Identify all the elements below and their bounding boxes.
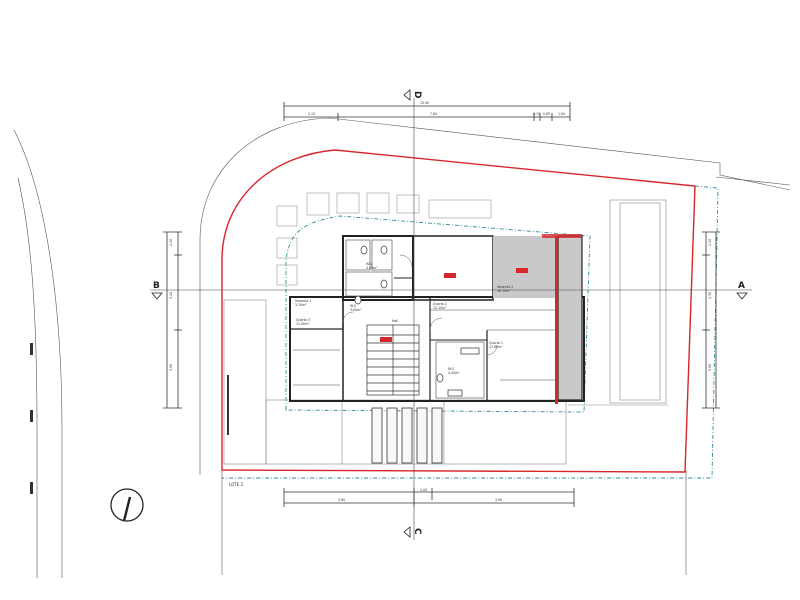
- room-tag: [516, 268, 528, 273]
- dim-top-seg-4: 0.85: [543, 112, 550, 116]
- building-walls: [289, 235, 585, 402]
- doors: [342, 254, 498, 356]
- dim-right-seg-1: 1.10: [708, 239, 712, 246]
- outer-boundary: [199, 117, 791, 575]
- triangle-down-icon: [736, 292, 748, 300]
- dim-top-seg-3: 0.15: [533, 112, 540, 116]
- north-arrow-icon: [110, 488, 144, 522]
- section-marker-top: D: [403, 89, 422, 101]
- room-label-varanda-2: Varanda 2: [497, 285, 513, 289]
- room-label-ws-bottom: W.S: [448, 367, 454, 371]
- room-tag: [380, 337, 392, 342]
- basin-icon: [380, 279, 388, 289]
- room-label-ws-top: W.S: [366, 262, 372, 266]
- section-marker-left: B: [151, 281, 163, 300]
- dim-bottom-seg-2: 3.90: [495, 498, 502, 502]
- triangle-left-icon: [403, 526, 411, 538]
- triangle-left-icon: [403, 89, 411, 101]
- landscape-pavers: [276, 192, 492, 286]
- lower-zone: [223, 299, 567, 465]
- room-tag: [444, 273, 456, 278]
- setback-line-outer: [222, 185, 719, 479]
- dim-left-seg-2: 3.10: [169, 292, 173, 299]
- red-edge: [555, 236, 558, 404]
- dim-left-seg-3: 3.00: [169, 364, 173, 371]
- dim-right-seg-2: 4.30: [708, 292, 712, 299]
- balcony-strip: [557, 235, 583, 401]
- lot-label: LOTE 3: [229, 482, 243, 487]
- section-marker-bottom: C: [403, 526, 422, 538]
- room-area-ws-top: 4.40m²: [366, 266, 378, 270]
- right-structures: [568, 199, 668, 406]
- dim-bottom-seg-1: 5.80: [338, 498, 345, 502]
- toilet-icon: [354, 295, 362, 305]
- dim-top-total: 10.90: [420, 101, 429, 105]
- terrace-area: [493, 236, 555, 298]
- room-label-varanda-1: Varanda 1: [295, 299, 311, 303]
- room-label-hall: Hall: [392, 319, 398, 323]
- basin-icon: [447, 389, 463, 397]
- dimension-right: 1.10 4.30 3.00: [702, 231, 720, 409]
- dim-top-seg-2: 7.80: [430, 112, 437, 116]
- dim-bottom-total: 1.00: [420, 488, 427, 492]
- section-label-bottom: C: [412, 528, 422, 535]
- road-marking: [30, 410, 33, 422]
- sanitary-fixtures: [354, 245, 480, 397]
- toilet-icon: [360, 245, 368, 255]
- room-label-ws-small: W.S: [350, 304, 356, 308]
- road-edge: [13, 129, 63, 578]
- room-area-varanda-1: 3.20m²: [295, 303, 307, 307]
- dimension-bottom: 1.00 5.80 3.90: [283, 488, 575, 507]
- interior-lines: [293, 239, 555, 399]
- section-label-left: B: [153, 281, 160, 291]
- dim-top-seg-1: 2.15: [308, 112, 315, 116]
- dimension-top: 10.90 2.15 7.80 0.15 0.85 1.00: [283, 101, 571, 121]
- shower-icon: [460, 347, 480, 355]
- room-labels: W.S 4.40m² W.S 3.00m² Varanda 1 3.20m² Q…: [295, 262, 513, 375]
- dim-top-seg-5: 1.00: [558, 112, 565, 116]
- room-label-quarto-1: Quarto 1: [489, 341, 503, 345]
- dim-right-seg-3: 3.00: [708, 364, 712, 371]
- dimension-left: 1.10 3.10 3.00: [163, 231, 182, 409]
- section-label-top: D: [412, 91, 422, 98]
- triangle-down-icon: [151, 292, 163, 300]
- setback-line: [285, 215, 591, 413]
- toilet-icon: [380, 245, 388, 255]
- road-marking: [30, 343, 33, 355]
- room-label-quarto-3: Quarto 3: [296, 318, 310, 322]
- section-marker-right: A: [736, 281, 748, 300]
- room-label-quarto-2: Quarto 2: [433, 302, 447, 306]
- section-label-right: A: [738, 281, 745, 291]
- room-area-varanda-2: 16.70m²: [497, 289, 511, 293]
- dim-left-seg-1: 1.10: [169, 239, 173, 246]
- room-area-quarto-3: 11.00m²: [296, 322, 310, 326]
- parking-bays: [371, 407, 443, 464]
- stairs: [366, 324, 420, 396]
- red-edge-top: [542, 234, 582, 238]
- road-marking: [30, 482, 33, 494]
- toilet-icon: [436, 373, 444, 383]
- section-axes: [150, 98, 752, 540]
- room-area-quarto-1: 17.80m²: [489, 345, 503, 349]
- room-area-ws-bottom: 4.40m²: [448, 371, 460, 375]
- property-boundary: [221, 149, 696, 473]
- room-area-quarto-2: 15.10m²: [433, 306, 447, 310]
- room-area-ws-small: 3.00m²: [350, 308, 362, 312]
